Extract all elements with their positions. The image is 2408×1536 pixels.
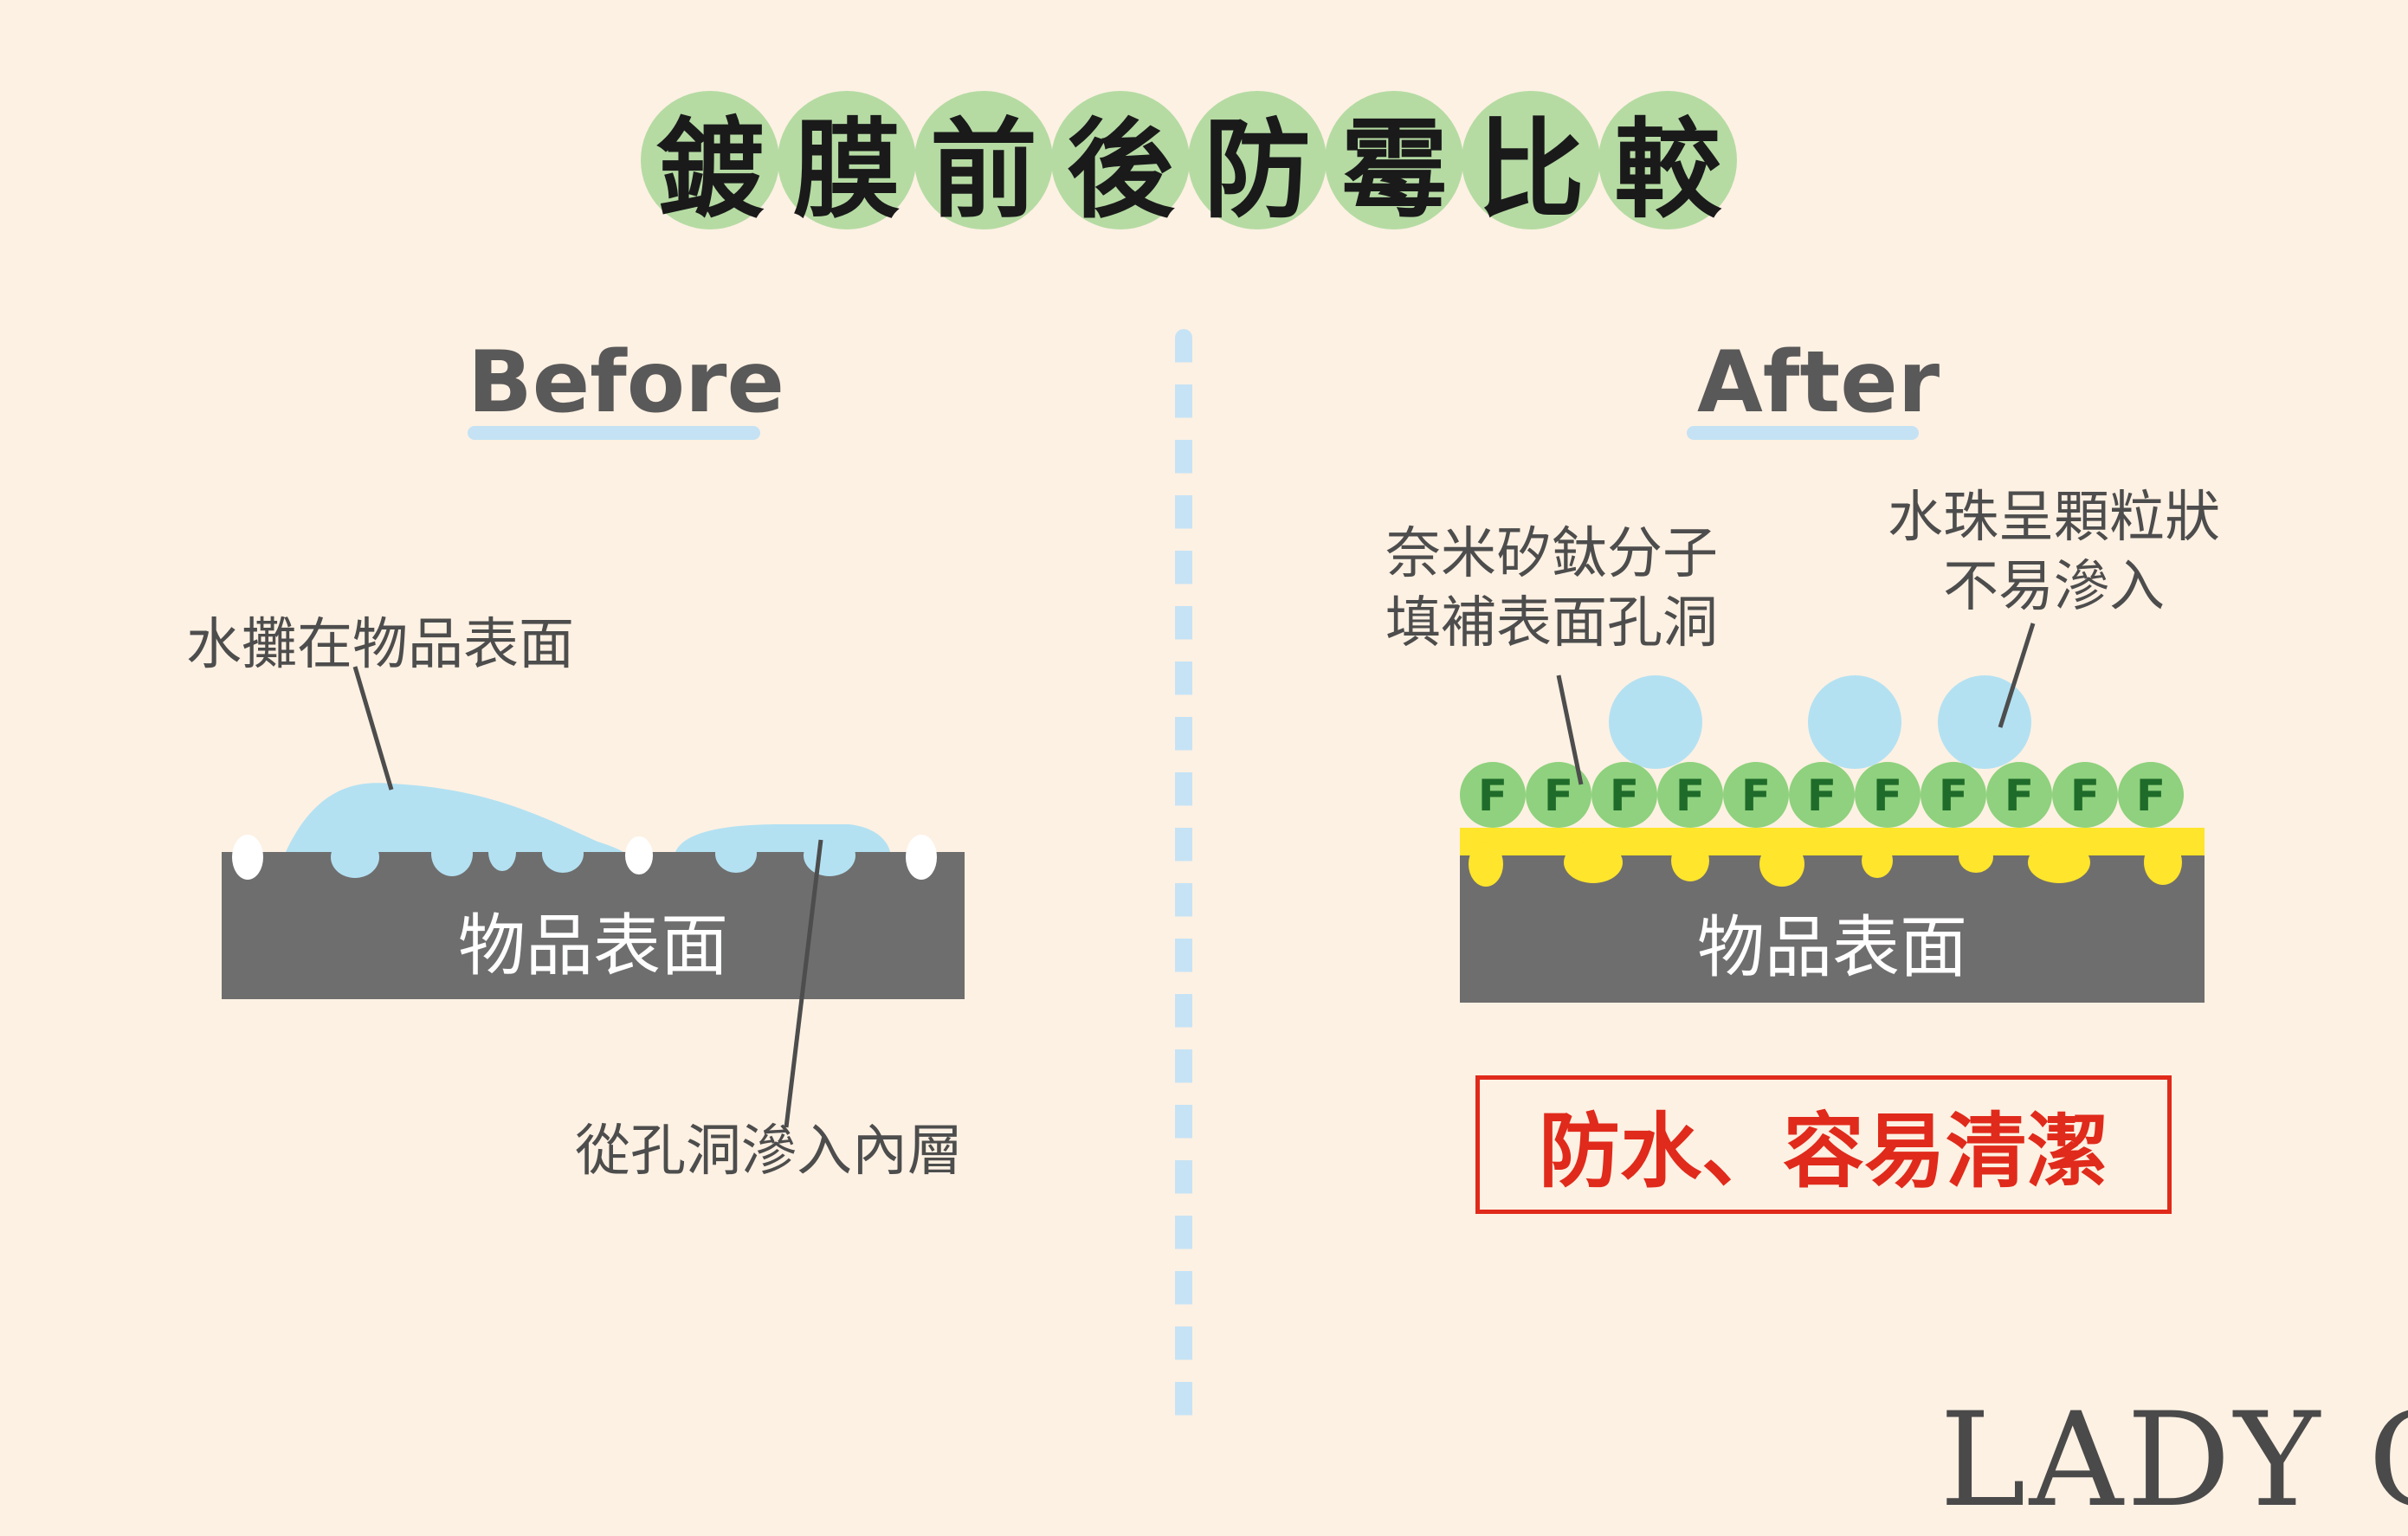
after-water-droplet [1609,675,1702,769]
molecule [1986,762,2052,828]
molecule-letter: F [2005,771,2034,821]
molecule [1789,762,1855,828]
molecule [2052,762,2118,828]
before-underline [468,426,760,440]
molecule-letter: F [1675,771,1705,821]
after-pit-filled [2144,840,2182,885]
molecule [1460,762,1526,828]
before-leader-top [352,666,394,791]
title-char: 防 [1188,91,1327,233]
molecule-letter: F [1478,771,1507,821]
molecule-letter: F [1741,771,1771,821]
title-char: 霉 [1325,91,1463,233]
after-pit-filled [1959,842,1993,873]
molecule-letter: F [2070,771,2100,821]
before-heading: Before [468,333,784,432]
before-label-water-on-surface: 水攤在物品表面 [186,613,574,677]
after-underline [1687,426,1919,440]
after-label-nano-line2: 填補表面孔洞 [1385,591,1718,655]
before-water-puddle [286,783,623,852]
slogan-text: 防水、容易清潔 [1538,1105,2108,1199]
after-surface-label: 物品表面 [1696,909,1967,987]
after-pit-filled [1671,840,1709,881]
after-leader-left [1556,674,1584,785]
before-pit-empty [232,835,263,880]
before-water-puddle-right [675,824,890,852]
molecule-letter: F [1544,771,1573,821]
before-leader-bottom [784,839,823,1128]
molecule-letter: F [1807,771,1837,821]
after-leader-right [1998,623,2036,728]
title-char: 較 [1598,91,1737,233]
after-pit-filled [1469,842,1503,887]
before-pit-water [715,835,757,873]
before-pit-water [542,835,584,873]
after-pit-filled [1759,842,1804,887]
molecule [1855,762,1921,828]
molecule [1723,762,1789,828]
molecule-letter: F [1939,771,1968,821]
page-title: 鍍 膜 前 後 防 霉 比 較 [641,91,1737,233]
after-label-droplet: 水珠呈顆粒狀 不易滲入 [1888,483,2220,622]
after-label-droplet-line2: 不易滲入 [1943,555,2165,619]
title-char: 後 [1051,91,1190,233]
before-surface [222,852,965,999]
molecule [1526,762,1591,828]
molecule-letter: F [1873,771,1902,821]
title-char: 膜 [778,91,916,233]
after-pit-filled [2028,842,2090,883]
molecule [2118,762,2184,828]
after-water-droplet [1808,675,1901,769]
brand-logo: LADY C [1940,1385,2408,1536]
before-pit-empty [906,835,937,880]
after-pit-filled [1862,843,1893,878]
title-char: 前 [914,91,1053,233]
molecule [1591,762,1657,828]
before-label-seep-in: 從孔洞滲入內層 [575,1120,963,1184]
before-pit-water [431,831,473,876]
center-divider [1175,329,1192,1429]
before-pit-water [804,835,855,876]
before-pit-water [331,836,379,878]
molecule-letter: F [1610,771,1639,821]
before-pit-water [488,833,516,871]
before-surface-label: 物品表面 [457,907,728,985]
molecule [1657,762,1723,828]
title-char: 鍍 [641,91,779,233]
after-pit-filled [1564,842,1623,883]
before-pit-empty [625,836,653,874]
molecule-letter: F [2136,771,2166,821]
after-water-droplet [1938,675,2031,769]
after-label-nano: 奈米矽鈦分子 填補表面孔洞 [1385,520,1718,658]
after-heading: After [1696,333,1940,432]
before-diagram [222,666,965,1128]
after-label-nano-line1: 奈米矽鈦分子 [1385,522,1718,586]
molecule [1921,762,1986,828]
title-char: 比 [1462,91,1600,233]
slogan-box: 防水、容易清潔 [1475,1075,2172,1214]
after-label-droplet-line1: 水珠呈顆粒狀 [1888,486,2220,550]
